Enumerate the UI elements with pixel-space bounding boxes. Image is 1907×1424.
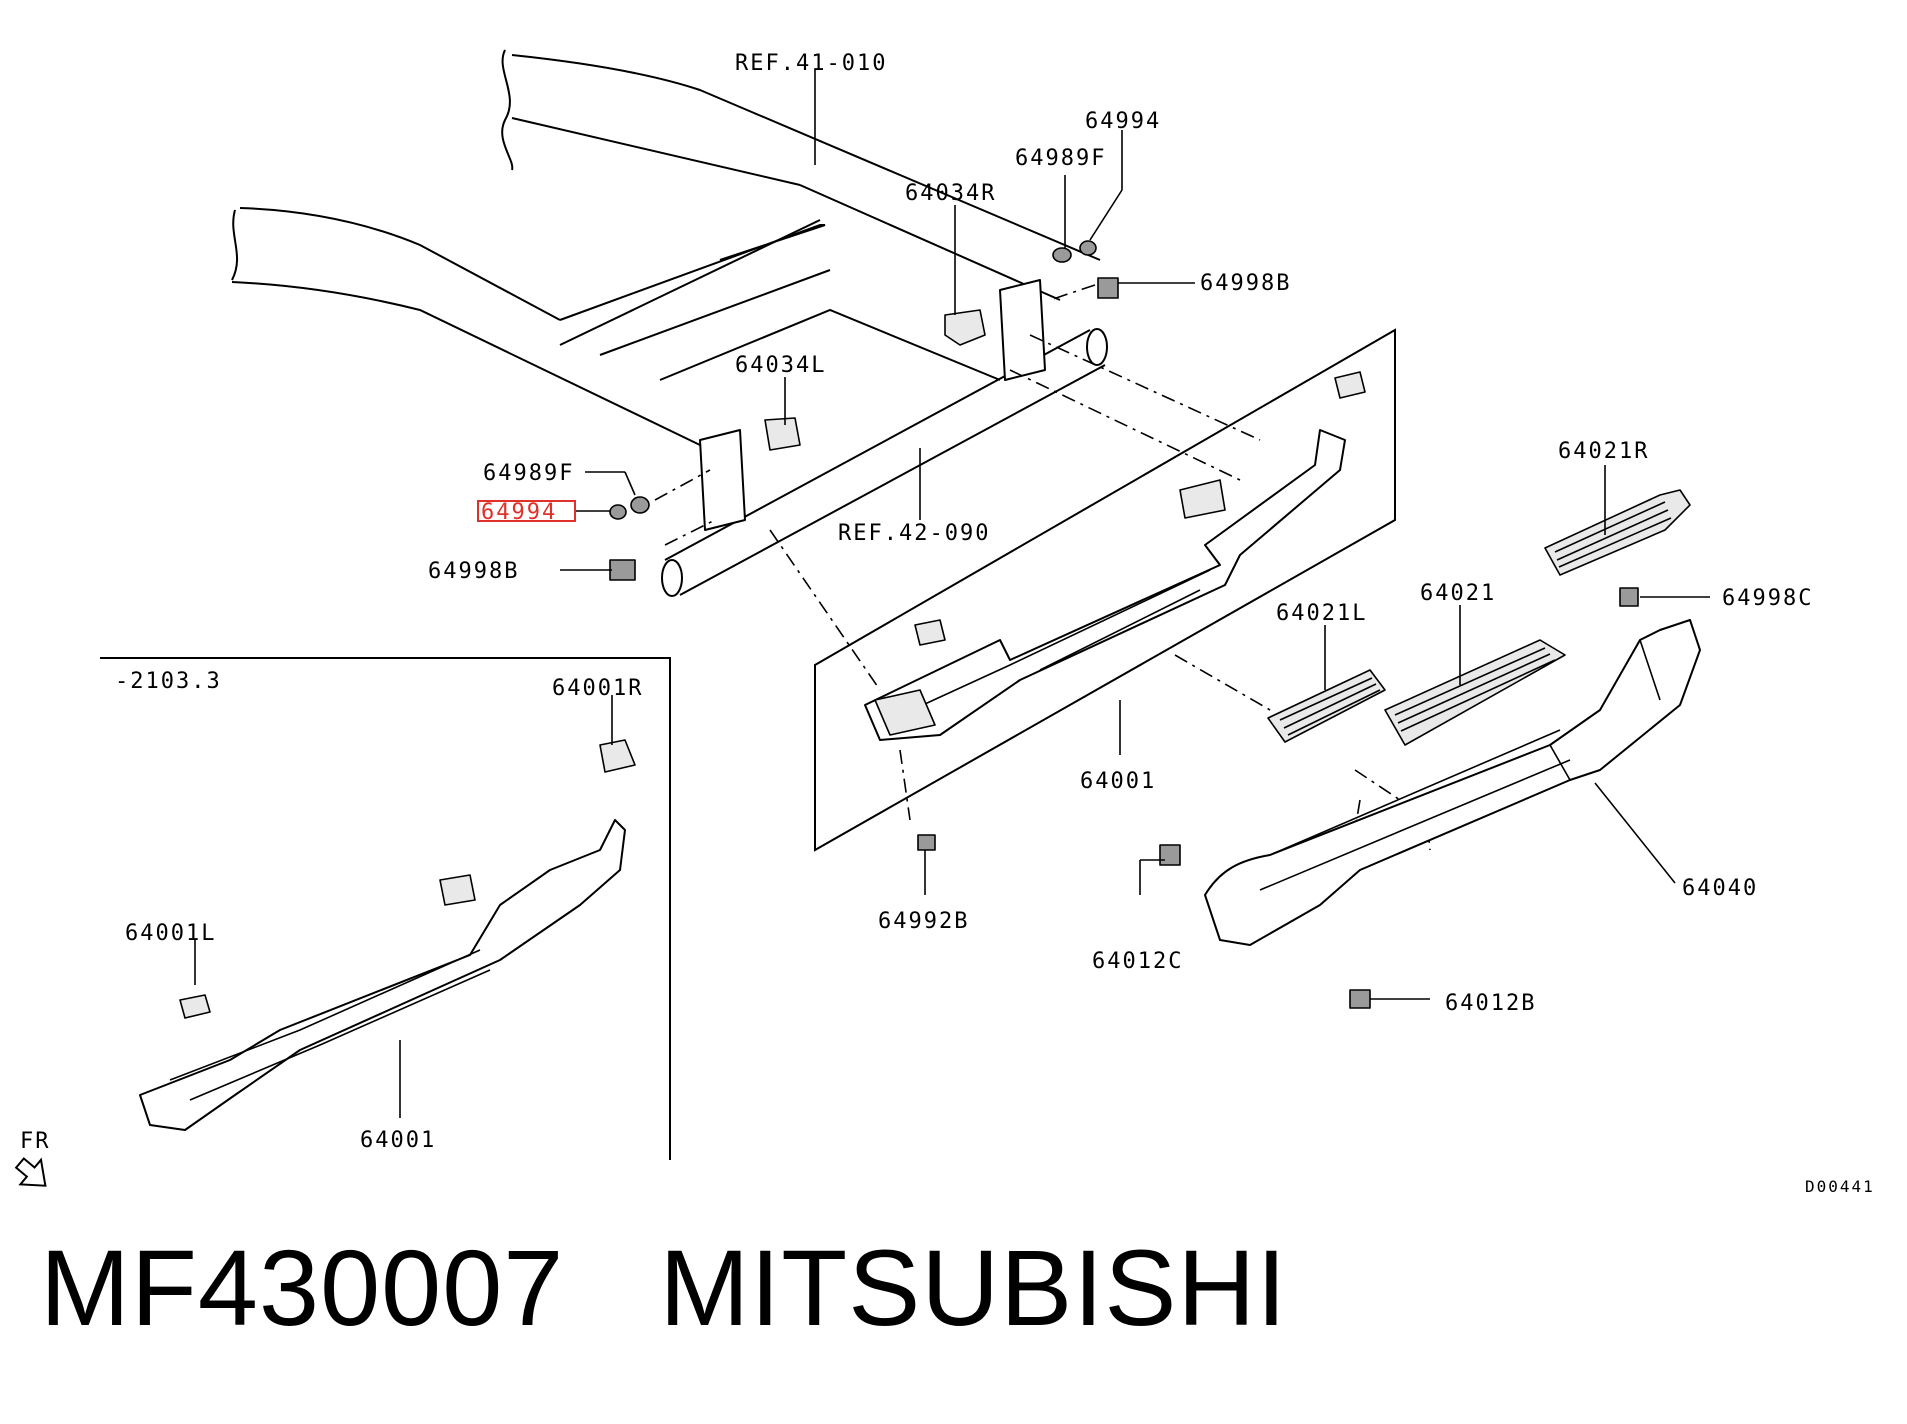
label-64034R: 64034R (905, 181, 996, 206)
step-pad-64021L (1267, 669, 1386, 743)
diagram-code: D00441 (1805, 1177, 1875, 1196)
label-64998B-top: 64998B (1200, 271, 1291, 296)
inset-variant-box (100, 657, 671, 1160)
label-fr: FR (20, 1129, 51, 1154)
label-64989F-top: 64989F (1015, 146, 1106, 171)
bracket-64034L (764, 417, 801, 451)
step-pad-64021 (1384, 639, 1566, 746)
label-64994-top: 64994 (1085, 109, 1161, 134)
leader-dash-lines (654, 284, 1431, 861)
rear-step-frame-64001 (864, 371, 1366, 741)
label-64992B: 64992B (878, 909, 969, 934)
rear-bumper-64040 (1204, 619, 1701, 946)
label-ref-42-090: REF.42-090 (838, 521, 990, 546)
label-64989F-left: 64989F (483, 461, 574, 486)
callout-leaders (194, 70, 1710, 1118)
label-64012B: 64012B (1445, 991, 1536, 1016)
label-64001L: 64001L (125, 921, 216, 946)
label-64040: 64040 (1682, 876, 1758, 901)
label-64021R: 64021R (1558, 439, 1649, 464)
part-caption: MF430007 MITSUBISHI (40, 1225, 1287, 1350)
label-64001R: 64001R (552, 676, 643, 701)
label-64998C: 64998C (1722, 586, 1813, 611)
step-pad-64021R (1544, 489, 1691, 576)
label-64001-center: 64001 (1080, 769, 1156, 794)
front-direction-arrow (14, 1157, 47, 1187)
label-64034L: 64034L (735, 353, 826, 378)
label-64021L: 64021L (1276, 601, 1367, 626)
label-64001-inset: 64001 (360, 1128, 436, 1153)
label-ref-41-010: REF.41-010 (735, 51, 887, 76)
assembly-box-64001 (814, 328, 1396, 852)
label-64994-highlighted[interactable]: 64994 (481, 500, 557, 525)
part-number: MF430007 (40, 1227, 565, 1348)
fasteners (609, 240, 1639, 1009)
label-64021: 64021 (1420, 581, 1496, 606)
bracket-64034R (944, 309, 986, 346)
label-64998B-left: 64998B (428, 559, 519, 584)
highlight-box-64994 (477, 500, 576, 522)
label-inset-ref: -2103.3 (115, 669, 222, 694)
brand-name: MITSUBISHI (659, 1227, 1288, 1348)
callout-labels: REF.41-010 64994 64989F 64034R 64998B 64… (20, 51, 1875, 1196)
vehicle-frame (231, 49, 1108, 597)
label-64012C: 64012C (1092, 949, 1183, 974)
